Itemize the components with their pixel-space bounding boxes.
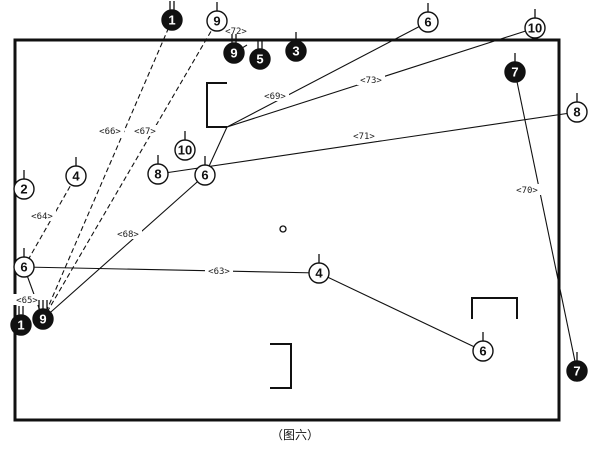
player-p2: 2 xyxy=(13,170,35,200)
player-number: 3 xyxy=(292,44,299,59)
player-circle xyxy=(524,17,546,39)
player-p6-left: 6 xyxy=(13,248,35,278)
player-p9-top: 9 xyxy=(206,2,228,32)
pass-label-64: <64> xyxy=(31,212,53,222)
player-number: 6 xyxy=(479,344,486,359)
player-p10-top: 10 xyxy=(524,9,546,39)
player-number: 9 xyxy=(213,14,220,29)
player-circle xyxy=(308,262,330,284)
player-circle xyxy=(32,308,54,330)
player-circle xyxy=(174,139,196,161)
player-number: 5 xyxy=(256,52,263,67)
pass-label-bg-70 xyxy=(513,184,541,195)
pass-label-73: <73> xyxy=(360,76,382,86)
pass-label-bg-73 xyxy=(357,74,385,85)
pass-label-71: <71> xyxy=(353,132,375,142)
player-circle xyxy=(472,340,494,362)
pass-label-68: <68> xyxy=(117,230,139,240)
pass-label-bg-64 xyxy=(28,210,56,221)
player-p6-mid: 6 xyxy=(194,156,216,186)
player-p8-right: 8 xyxy=(566,93,588,123)
player-number: 9 xyxy=(230,46,237,61)
pass-labels: <63> <64> <65> <66> <67> <68> <69> <70> <71> <72>… xyxy=(13,25,541,306)
pass-label-70: <70> xyxy=(516,186,538,196)
player-circle xyxy=(10,314,32,336)
right-goal-bracket xyxy=(471,297,518,319)
pass-label-bg-69 xyxy=(261,90,289,101)
player-p1-low: 1 xyxy=(10,306,32,336)
player-number: 1 xyxy=(17,318,24,333)
player-circle xyxy=(13,178,35,200)
pass-label-bg-72 xyxy=(222,25,250,36)
player-circle xyxy=(161,9,183,31)
player-number: 6 xyxy=(424,15,431,30)
player-p9-mid: 9 xyxy=(223,34,245,64)
player-number: 4 xyxy=(72,169,80,184)
pass-line-68 xyxy=(42,174,206,320)
pass-label-bg-65 xyxy=(13,294,41,305)
court-boundary xyxy=(13,38,561,422)
pass-line-64 xyxy=(23,175,77,268)
pass-label-65: <65> xyxy=(16,296,38,306)
player-number: 1 xyxy=(168,13,175,28)
pass-label-bg-68 xyxy=(114,228,142,239)
left-goal-bracket xyxy=(206,82,227,128)
player-circle xyxy=(566,360,588,382)
center-spot xyxy=(279,225,287,233)
pass-label-bg-71 xyxy=(350,130,378,141)
player-number: 10 xyxy=(178,143,192,158)
player-p1-top: 1 xyxy=(161,1,183,31)
player-p10-left: 10 xyxy=(174,131,196,161)
pass-lines xyxy=(23,19,578,372)
pass-label-bg-67 xyxy=(131,125,159,136)
player-circle xyxy=(13,256,35,278)
player-p8-left: 8 xyxy=(147,155,169,185)
pass-label-bg-63 xyxy=(205,265,233,276)
figure-caption: （图六） xyxy=(270,428,319,442)
player-p6-low: 6 xyxy=(472,332,494,362)
player-number: 7 xyxy=(573,364,580,379)
player-number: 6 xyxy=(201,168,208,183)
player-circle xyxy=(223,42,245,64)
player-circle xyxy=(417,11,439,33)
player-circle xyxy=(65,165,87,187)
pass-label-72: <72> xyxy=(225,27,247,37)
pass-label-63: <63> xyxy=(208,267,230,277)
pass-line-66 xyxy=(42,19,173,320)
player-circle xyxy=(504,61,526,83)
player-number: 9 xyxy=(39,312,46,327)
player-number: 7 xyxy=(511,65,518,80)
player-p4-left: 4 xyxy=(65,157,87,187)
player-p5: 5 xyxy=(249,40,271,70)
pass-label-67: <67> xyxy=(134,127,156,137)
player-circle xyxy=(249,48,271,70)
pass-line-71 xyxy=(157,111,578,175)
player-p9-low: 9 xyxy=(32,300,54,330)
player-circle xyxy=(285,40,307,62)
pass-line-63 xyxy=(23,266,484,352)
player-p7-low: 7 xyxy=(566,352,588,382)
player-number: 6 xyxy=(20,260,27,275)
player-circle xyxy=(206,10,228,32)
player-number: 2 xyxy=(20,182,27,197)
pass-line-67 xyxy=(42,20,218,320)
player-number: 8 xyxy=(154,167,161,182)
player-p6-top: 6 xyxy=(417,3,439,33)
player-p7-top: 7 xyxy=(504,53,526,83)
pass-label-69: <69> xyxy=(264,92,286,102)
bottom-goal-bracket xyxy=(270,343,292,389)
player-p4-center: 4 xyxy=(308,254,330,284)
player-circle xyxy=(147,163,169,185)
player-number: 4 xyxy=(315,266,323,281)
player-p3: 3 xyxy=(285,32,307,62)
player-circle xyxy=(566,101,588,123)
pass-label-66: <66> xyxy=(99,127,121,137)
player-circle xyxy=(194,164,216,186)
player-number: 10 xyxy=(528,21,542,36)
player-number: 8 xyxy=(573,105,580,120)
pass-line-70 xyxy=(514,71,578,372)
pass-label-bg-66 xyxy=(96,125,124,136)
